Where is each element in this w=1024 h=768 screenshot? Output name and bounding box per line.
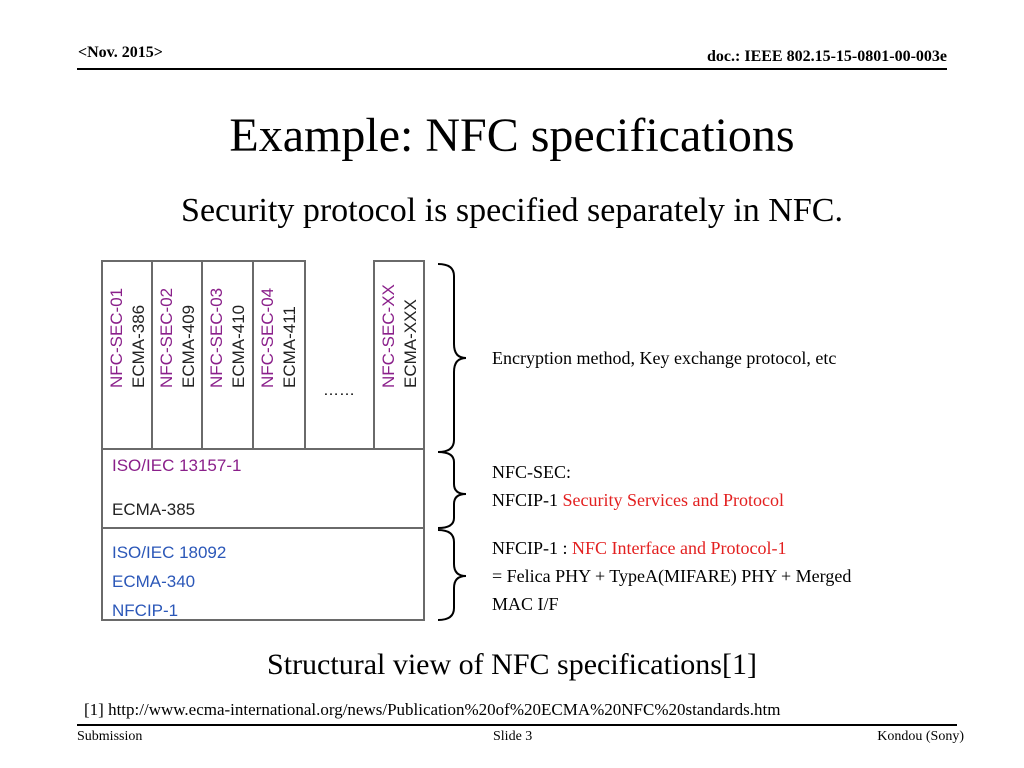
desc-nfcip1-line2: = Felica PHY + TypeA(MIFARE) PHY + Merge… [492,566,852,586]
brace-middle [437,451,467,529]
figure-caption: Structural view of NFC specifications[1] [267,648,757,681]
spec-column-3-id: NFC-SEC-03 [207,287,226,388]
header-date: <Nov. 2015> [78,44,163,61]
brace-bottom [437,529,467,621]
spec-column-4-ecma: ECMA-411 [280,306,299,388]
brace-top [437,263,467,453]
header-divider [77,68,947,70]
nfcip1-iso-label: ISO/IEC 18092 [112,543,227,562]
spec-column-4: NFC-SEC-04 ECMA-411 [252,260,306,450]
nfcip1-ecma-label: ECMA-340 [112,572,196,591]
footer-submission: Submission [77,729,143,744]
desc-nfc-sec-red: Security Services and Protocol [562,490,784,510]
footer-divider [77,724,957,726]
desc-nfcip1-line3: MAC I/F [492,594,559,614]
spec-column-xx: NFC-SEC-XX ECMA-XXX [373,260,425,450]
nfc-sec-ecma-label: ECMA-385 [112,500,196,519]
spec-column-4-id: NFC-SEC-04 [258,287,277,388]
columns-ellipsis: …… [323,382,355,399]
brace-group [437,263,467,621]
desc-security-methods: Encryption method, Key exchange protocol… [492,348,837,368]
desc-nfc-sec: NFC-SEC: NFCIP-1 Security Services and P… [492,458,784,514]
spec-column-3: NFC-SEC-03 ECMA-410 [201,260,254,450]
spec-column-3-ecma: ECMA-410 [229,304,248,388]
desc-nfc-sec-line1: NFC-SEC: [492,462,572,482]
desc-nfcip1-prefix: NFCIP-1 : [492,538,573,558]
desc-nfcip1: NFCIP-1 : NFC Interface and Protocol-1 =… [492,534,851,618]
spec-column-1-ecma: ECMA-386 [129,304,148,388]
spec-column-1-id: NFC-SEC-01 [107,287,126,388]
spec-column-xx-ecma: ECMA-XXX [401,299,420,388]
slide-subtitle: Security protocol is specified separatel… [181,192,843,229]
footer-author: Kondou (Sony) [877,729,964,744]
desc-nfcip1-red: NFC Interface and Protocol-1 [572,538,787,558]
spec-column-1: NFC-SEC-01 ECMA-386 [101,260,153,450]
slide-title: Example: NFC specifications [229,109,795,162]
nfc-spec-stack-diagram: NFC-SEC-01 ECMA-386 NFC-SEC-02 ECMA-409 … [101,260,425,621]
spec-column-xx-id: NFC-SEC-XX [379,284,398,388]
nfcip1-box: ISO/IEC 18092 ECMA-340 NFCIP-1 [101,527,425,621]
spec-column-2-ecma: ECMA-409 [179,304,198,388]
header-doc-id: doc.: IEEE 802.15-15-0801-00-003e [707,48,947,65]
nfc-sec-iso-label: ISO/IEC 13157-1 [112,456,242,475]
nfcip1-name-label: NFCIP-1 [112,601,179,620]
footer-slide-number: Slide 3 [493,729,533,744]
spec-column-2-id: NFC-SEC-02 [157,287,176,388]
desc-nfc-sec-prefix: NFCIP-1 [492,490,563,510]
reference-link[interactable]: [1] http://www.ecma-international.org/ne… [84,700,781,719]
nfc-sec-base-box: ISO/IEC 13157-1 ECMA-385 [101,448,425,529]
spec-column-2: NFC-SEC-02 ECMA-409 [151,260,203,450]
